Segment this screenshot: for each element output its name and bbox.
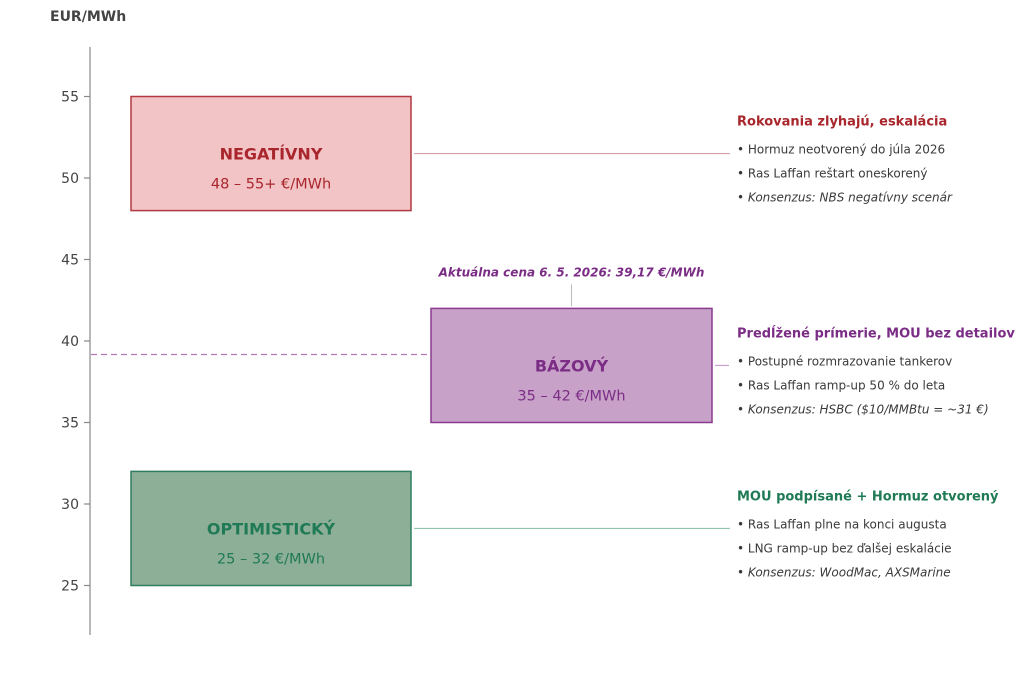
scenario-title: OPTIMISTICKÝ xyxy=(207,519,336,538)
y-axis-label: EUR/MWh xyxy=(50,9,126,25)
scenario-consensus: • Konsenzus: WoodMac, AXSMarine xyxy=(737,565,951,579)
current-price-label: Aktuálna cena 6. 5. 2026: 39,17 €/MWh xyxy=(438,265,705,279)
y-axis-ticks: 25 30 35 40 45 50 55 xyxy=(61,90,90,595)
scenario-heading: Predĺžené prímerie, MOU bez detailov xyxy=(737,325,1015,341)
scenario-bullet: • Ras Laffan plne na konci augusta xyxy=(737,517,947,531)
scenario-group: NEGATÍVNY 48 – 55+ €/MWh Rokovania zlyhajú… xyxy=(130,95,953,212)
scenario-bullet: • Postupné rozmrazovanie tankerov xyxy=(737,354,952,368)
scenario-consensus: • Konsenzus: HSBC ($10/MMBtu = ~31 €) xyxy=(737,402,989,416)
scenario-heading: Rokovania zlyhajú, eskalácia xyxy=(737,115,947,130)
y-tick-label: 40 xyxy=(61,334,79,350)
scenario-box xyxy=(130,95,412,212)
scenario-box xyxy=(130,470,412,587)
scenario-consensus: • Konsenzus: NBS negatívny scenár xyxy=(737,191,953,205)
scenario-bullet: • Hormuz neotvorený do júla 2026 xyxy=(737,143,945,157)
scenario-bullet: • Ras Laffan ramp-up 50 % do leta xyxy=(737,378,945,392)
current-price-marker: Aktuálna cena 6. 5. 2026: 39,17 €/MWh xyxy=(91,265,705,356)
y-tick-label: 45 xyxy=(61,253,79,269)
scenario-range: 35 – 42 €/MWh xyxy=(517,388,625,404)
scenario-group: OPTIMISTICKÝ 25 – 32 €/MWh MOU podpísané +… xyxy=(130,470,999,587)
scenario-bullet: • Ras Laffan reštart oneskorený xyxy=(737,167,928,181)
scenario-bullet: • LNG ramp-up bez ďalšej eskalácie xyxy=(737,541,952,555)
scenario-title: NEGATÍVNY xyxy=(220,145,323,164)
y-tick-label: 55 xyxy=(61,90,79,106)
y-tick-label: 50 xyxy=(61,171,79,187)
y-tick-label: 30 xyxy=(61,497,79,513)
y-tick-label: 25 xyxy=(61,579,79,595)
scenario-box xyxy=(430,307,713,424)
scenario-heading: MOU podpísané + Hormuz otvorený xyxy=(737,489,999,504)
y-tick-label: 35 xyxy=(61,416,79,432)
scenario-range: 25 – 32 €/MWh xyxy=(217,551,325,567)
scenario-range: 48 – 55+ €/MWh xyxy=(211,177,331,193)
scenario-group: BÁZOVÝ 35 – 42 €/MWh Predĺžené prímerie, M… xyxy=(430,307,1015,424)
scenario-title: BÁZOVÝ xyxy=(535,356,609,375)
scenario-boxes: NEGATÍVNY 48 – 55+ €/MWh Rokovania zlyhajú… xyxy=(130,95,1015,587)
